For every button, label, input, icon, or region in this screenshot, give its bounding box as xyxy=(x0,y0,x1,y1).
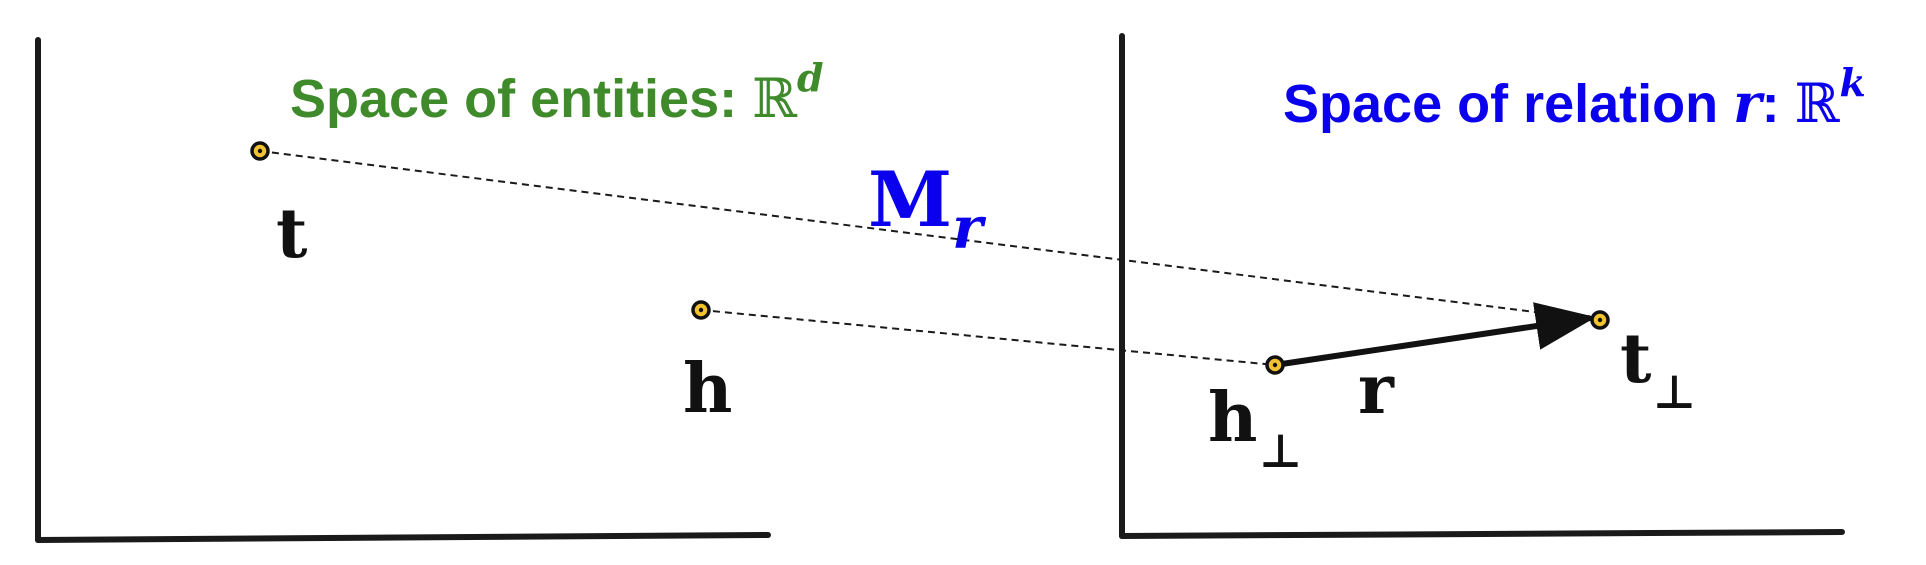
point-marker-icon xyxy=(1265,355,1285,375)
entity-space-axes xyxy=(35,37,771,543)
point-label-t-perp-subscript: ⊥ xyxy=(1653,365,1696,419)
point-label-h: h xyxy=(683,349,733,429)
point-label-t: t xyxy=(276,194,308,274)
entity-space-title-text: Space of entities: xyxy=(290,69,753,129)
relation-vector-label: r xyxy=(1358,350,1394,430)
relation-space-title-var: r xyxy=(1733,71,1762,135)
point-label-h-perp-main: h xyxy=(1208,378,1258,458)
entity-x-axis xyxy=(35,532,771,543)
relation-space-axes xyxy=(1119,33,1845,539)
projection-line-h xyxy=(700,309,1276,366)
projection-matrix-main: M xyxy=(868,155,953,244)
entity-space-symbol: ℝ xyxy=(752,67,798,130)
projection-line-t xyxy=(259,150,1599,321)
relation-space-exponent: k xyxy=(1839,60,1866,105)
point-label-t-perp-main: t xyxy=(1620,319,1652,399)
point-marker-icon xyxy=(691,300,711,320)
point-marker-icon xyxy=(250,141,270,161)
relation-space-title-colon: : xyxy=(1761,74,1795,134)
relation-x-axis xyxy=(1119,529,1845,539)
relation-vector-arrow xyxy=(1274,302,1596,368)
point-label-t-perp: t⊥ xyxy=(1620,325,1695,415)
point-label-h-perp-subscript: ⊥ xyxy=(1259,424,1302,478)
projection-matrix-label: Mr xyxy=(868,162,983,258)
point-label-h-perp: h⊥ xyxy=(1208,384,1302,474)
projection-matrix-subscript: r xyxy=(952,194,983,262)
relation-space-symbol: ℝ xyxy=(1794,72,1840,135)
relation-space-title: Space of relation r: ℝk xyxy=(1283,64,1866,134)
point-marker-icon xyxy=(1590,310,1610,330)
relation-space-title-prefix: Space of relation xyxy=(1283,74,1734,134)
entity-space-title: Space of entities: ℝd xyxy=(290,59,824,129)
entity-space-exponent: d xyxy=(797,55,824,100)
